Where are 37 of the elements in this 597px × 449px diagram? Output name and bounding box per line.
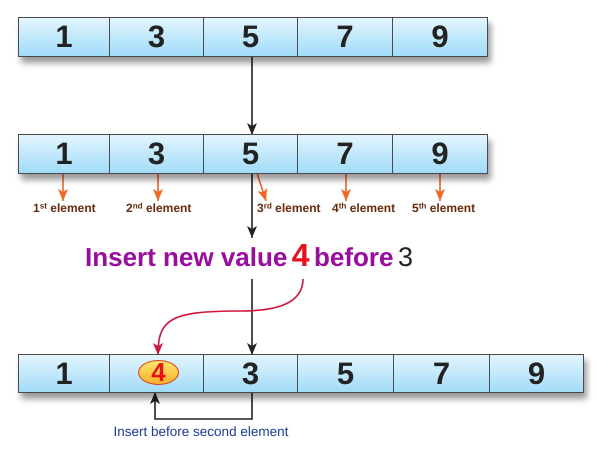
bracket-arrow <box>150 392 253 420</box>
element-label: 2$^{nd}$ element <box>126 201 192 215</box>
array-row <box>18 354 584 393</box>
array-cell: 1 <box>19 355 109 392</box>
arrow <box>247 56 257 135</box>
array-cell: 9 <box>489 355 583 392</box>
array-row <box>18 17 488 57</box>
arrow <box>247 279 257 355</box>
element-label: 1$^{st}$ element <box>33 201 96 215</box>
array-cell: 7 <box>297 18 392 56</box>
array-cell: 9 <box>392 18 487 56</box>
array-cell: 3 <box>109 135 203 173</box>
array-cell <box>109 355 203 392</box>
array-cell: 5 <box>203 18 297 56</box>
arrow <box>341 173 351 201</box>
inserted-value-ellipse: 4 <box>138 360 179 385</box>
instruction-text: Insert new value 4 before 3 <box>85 238 413 279</box>
array-cell: 7 <box>297 135 392 173</box>
array-row <box>18 134 488 174</box>
arrow <box>247 173 257 238</box>
element-label: 3$^{rd}$ element <box>257 201 321 215</box>
array-cell: 9 <box>392 135 487 173</box>
array-cell: 5 <box>203 135 297 173</box>
edge-label: Insert before second element <box>114 424 288 440</box>
array-cell: 3 <box>109 18 203 56</box>
array-cell: 5 <box>297 355 393 392</box>
element-label: 4$^{th}$ element <box>332 201 396 215</box>
curved-arrow <box>153 278 304 356</box>
array-cell: 3 <box>203 355 297 392</box>
arrow <box>153 173 163 201</box>
array-cell: 1 <box>19 135 109 173</box>
arrow <box>58 173 68 201</box>
element-label: 5$^{th}$ element <box>412 201 476 215</box>
arrow <box>435 173 445 201</box>
array-cell: 1 <box>19 18 109 56</box>
array-cell: 7 <box>393 355 489 392</box>
arrow <box>256 172 268 202</box>
